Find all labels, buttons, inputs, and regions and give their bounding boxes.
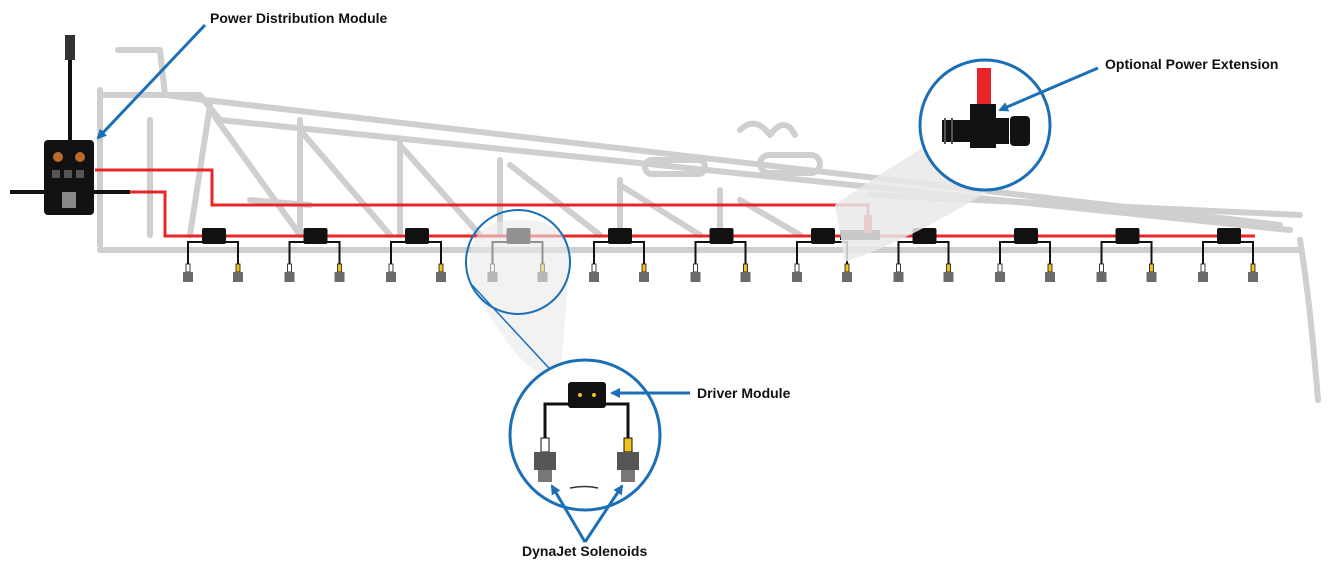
solenoid-connector [641,263,647,273]
solenoid-connector [743,263,748,273]
solenoid-arrow-left [550,484,587,543]
solenoid-connector [1047,263,1053,273]
driver-module-assembly [690,228,751,282]
solenoid-connector [337,263,342,273]
driver-module [1115,228,1140,244]
solenoid-arrow-right [583,484,624,543]
driver-module-assembly [893,228,954,282]
dynajet-solenoid [183,272,193,282]
driver-module [303,228,328,244]
dynajet-solenoid [1198,272,1208,282]
dynajet-solenoid [1045,272,1055,282]
solenoid-connector [794,263,800,273]
dynajet-solenoid [284,272,295,282]
driver-module-assembly [386,228,446,282]
driver-module-assembly [183,228,243,282]
dynajet-solenoid [1096,272,1107,282]
driver-module [912,228,937,244]
dynajet-solenoid [842,272,852,282]
solenoid-connector [438,263,444,273]
driver-module-assembly [995,228,1055,282]
sprayer-boom-frame [97,47,1321,403]
dynajet-solenoid [943,272,954,282]
pdm-arrow [96,23,207,140]
solenoid-connector [1149,263,1154,273]
dynajet-solenoid [1146,272,1157,282]
dynajet-solenoids-label: DynaJet Solenoids [522,543,648,559]
driver-module [1217,228,1241,244]
dynajet-solenoid [740,272,751,282]
dynajet-solenoid [792,272,802,282]
optional-power-extension-label: Optional Power Extension [1105,56,1279,72]
solenoid-connector [693,263,698,273]
driver-module [811,228,835,244]
solenoid-connector [388,263,394,273]
solenoid-connector [1250,263,1256,273]
power-distribution-module-label: Power Distribution Module [210,10,388,26]
driver-module-magnifier [465,209,662,512]
dynajet-solenoid [690,272,701,282]
solenoid-connector [1200,263,1206,273]
solenoid-connector [287,263,292,273]
solenoid-connector [235,263,241,273]
driver-module [202,228,226,244]
power-extension-magnifier [835,58,1052,262]
driver-module-assembly [589,228,649,282]
callout-arrows [96,23,1099,543]
solenoid-connector [185,263,191,273]
solenoid-connector [896,263,901,273]
power-extension-arrow [998,66,1099,112]
dynajet-solenoid [233,272,243,282]
driver-module-assembly [1198,228,1258,282]
driver-module-label: Driver Module [697,385,791,401]
solenoid-connector [1099,263,1104,273]
dynajet-solenoid [639,272,649,282]
dynajet-solenoid [334,272,345,282]
solenoid-connector [946,263,951,273]
dynajet-solenoid [1248,272,1258,282]
solenoid-connector [844,263,850,273]
dynajet-solenoid [589,272,599,282]
dynajet-solenoid [386,272,396,282]
dynajet-solenoid [995,272,1005,282]
driver-module [709,228,734,244]
dynajet-solenoid [436,272,446,282]
solenoid-connector [997,263,1003,273]
solenoid-connector [591,263,597,273]
driver-module [1014,228,1038,244]
power-distribution-module [10,35,130,215]
dynajet-solenoid [893,272,904,282]
driver-module [405,228,429,244]
driver-module-assembly [284,228,345,282]
driver-module-assembly [1096,228,1157,282]
driver-module [608,228,632,244]
